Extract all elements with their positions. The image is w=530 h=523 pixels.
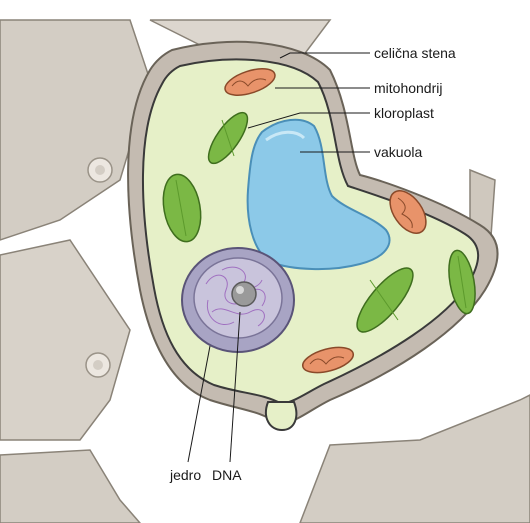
label-chloroplast: kloroplast (374, 105, 434, 121)
label-dna: DNA (212, 467, 242, 483)
label-vacuole: vakuola (374, 144, 422, 160)
label-mitochondrion: mitohondrij (374, 80, 442, 96)
nucleolus (232, 282, 256, 306)
label-nucleus: jedro (169, 467, 201, 483)
wall-bulge (266, 402, 296, 430)
label-cell-wall: celična stena (374, 45, 456, 61)
